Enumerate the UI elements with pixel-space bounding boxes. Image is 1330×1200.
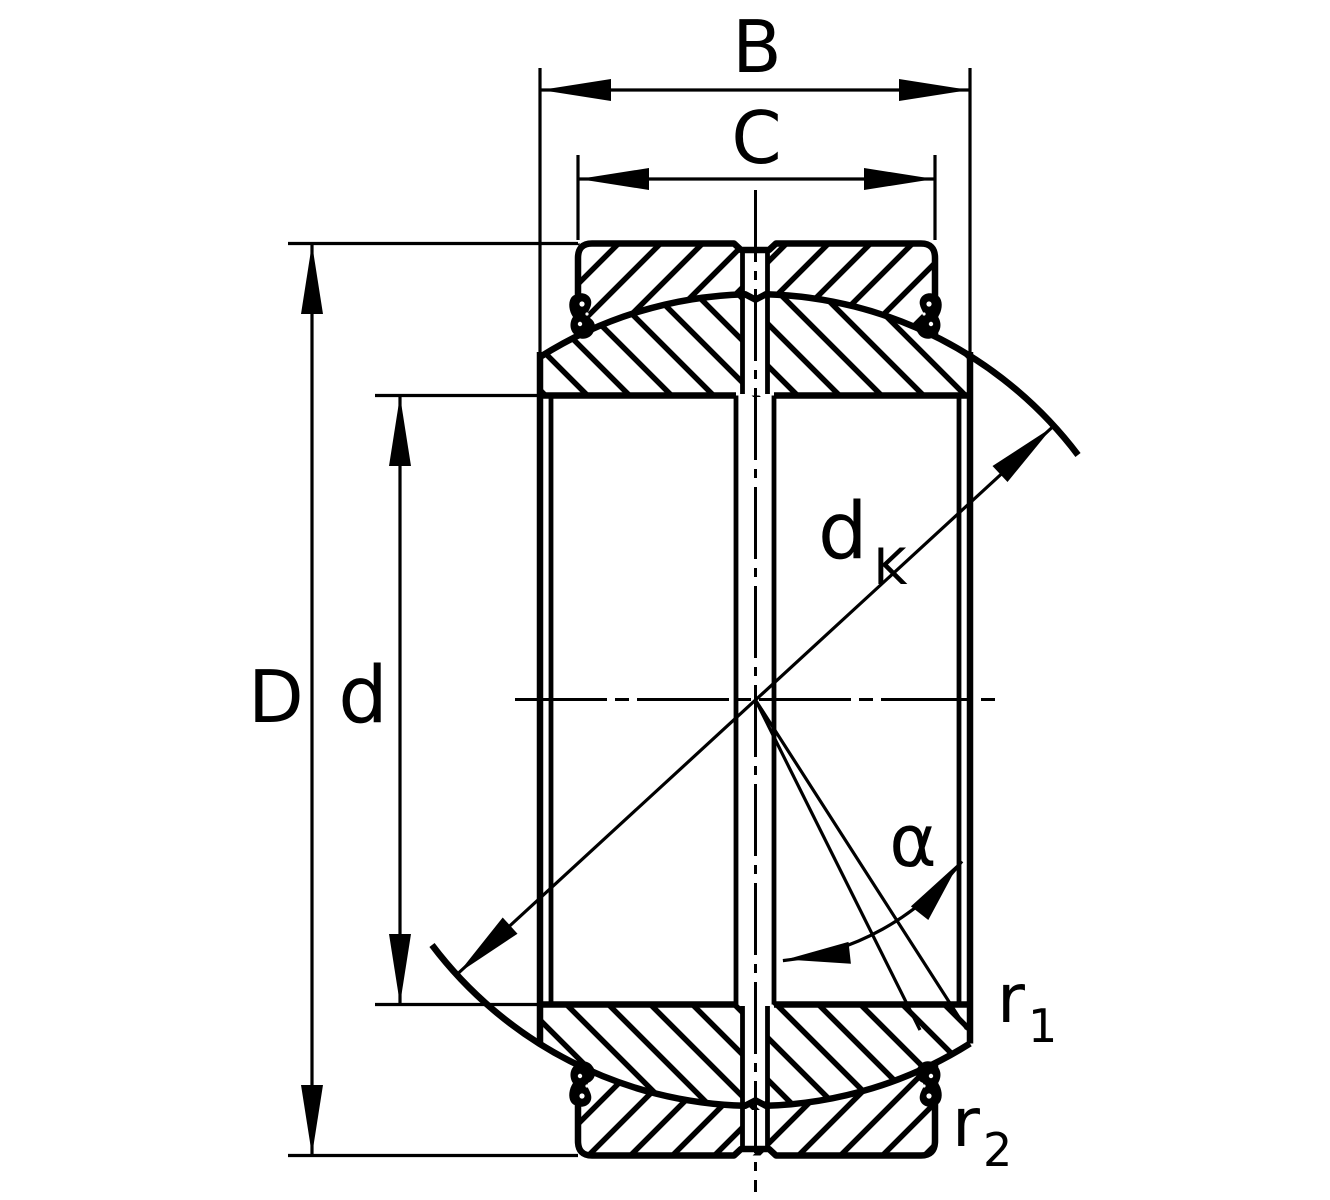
dim-label-C: C <box>731 96 781 180</box>
seal-top-right <box>915 293 942 339</box>
centerlines <box>515 190 1000 1192</box>
arrowhead-d-bottom <box>389 934 411 1004</box>
arrowhead-dk-lower <box>458 917 518 973</box>
arrowhead-B-right <box>899 79 969 101</box>
arrowhead-D-bottom <box>301 1085 323 1155</box>
sphere-bottom-arc <box>429 943 972 1110</box>
arrowhead-dk-upper <box>992 427 1053 482</box>
dim-label-B: B <box>732 5 781 89</box>
arrowhead-alpha-left <box>786 941 851 964</box>
seal-bottom-left <box>569 1061 596 1107</box>
tilt-angle-leg-1 <box>754 699 922 1031</box>
arrowhead-C-left <box>579 168 649 190</box>
sphere-top-arc <box>538 290 1081 457</box>
arrowhead-C-right <box>864 168 934 190</box>
dim-label-D: D <box>248 655 303 739</box>
dimensions <box>288 68 1054 1158</box>
dim-label-r1: r1 <box>997 960 1057 1053</box>
seal-bottom-right <box>915 1061 942 1107</box>
arrowhead-D-top <box>301 244 323 314</box>
arrowhead-alpha-right <box>910 862 959 920</box>
tilt-angle-leg-2 <box>754 699 968 1030</box>
dim-label-d: d <box>338 651 388 741</box>
arrowhead-d-top <box>389 396 411 466</box>
dim-label-r2: r2 <box>952 1084 1012 1177</box>
dim-label-alpha: α <box>889 799 936 883</box>
arrowhead-B-left <box>541 79 611 101</box>
